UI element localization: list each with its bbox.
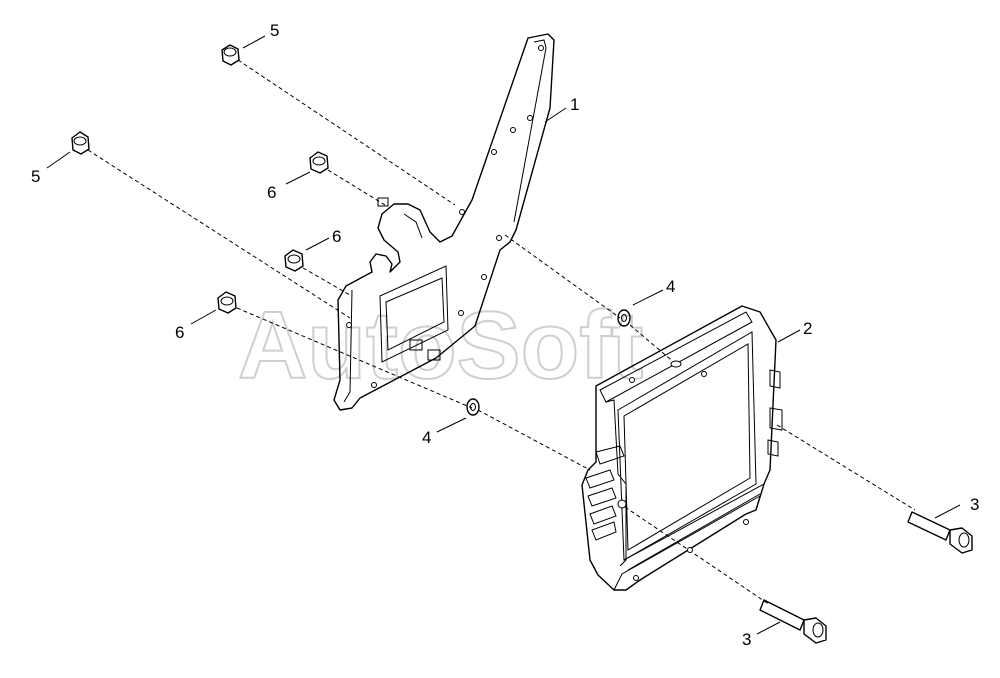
assembly-line-nut-5-top [237, 59, 456, 206]
assembly-line-washer-4-top [504, 234, 621, 319]
assembly-line-nut-6-low [236, 307, 473, 409]
assembly-line-nut-5-left [87, 149, 351, 319]
callout-6-low: 6 [175, 323, 184, 342]
washer-icon [617, 309, 631, 327]
callout-labels: 1 2 3 3 4 4 5 5 6 6 6 [31, 21, 979, 649]
washer-icon [466, 398, 480, 416]
hex-nut-icon [309, 151, 329, 174]
assembly-line-bolt-3-low [624, 506, 771, 606]
callout-6-top: 6 [267, 183, 276, 202]
callout-5-left: 5 [31, 167, 40, 186]
callout-3-bottom: 3 [742, 630, 751, 649]
assembly-line-nut-6-top [327, 169, 386, 206]
callout-3-right: 3 [970, 495, 979, 514]
assembly-line-nut-6-mid [302, 267, 351, 296]
hex-nut-icon [217, 291, 237, 314]
callout-2: 2 [803, 319, 812, 338]
callout-5-top: 5 [270, 21, 279, 40]
leader-lines [46, 35, 961, 635]
assembly-line-bolt-3-right [776, 424, 916, 511]
assembly-lines [87, 59, 916, 606]
hex-nut-icon [221, 44, 240, 66]
hex-nut-icon [284, 249, 304, 272]
assembly-line-washer-4-ecu [629, 324, 677, 365]
hex-nut-icon [71, 131, 90, 155]
bracket-stud [377, 197, 389, 207]
hex-bolt-icon [907, 511, 973, 554]
mounting-bracket [333, 33, 555, 411]
callout-6-mid: 6 [332, 227, 341, 246]
callout-1: 1 [570, 95, 579, 114]
assembly-line-washer-4-low [477, 409, 591, 471]
watermark-text: AutoSoft [238, 292, 643, 399]
callout-4-bottom: 4 [422, 428, 431, 447]
ecu-module [581, 305, 783, 591]
callout-4-top: 4 [666, 277, 675, 296]
hex-bolt-icon [759, 599, 827, 644]
